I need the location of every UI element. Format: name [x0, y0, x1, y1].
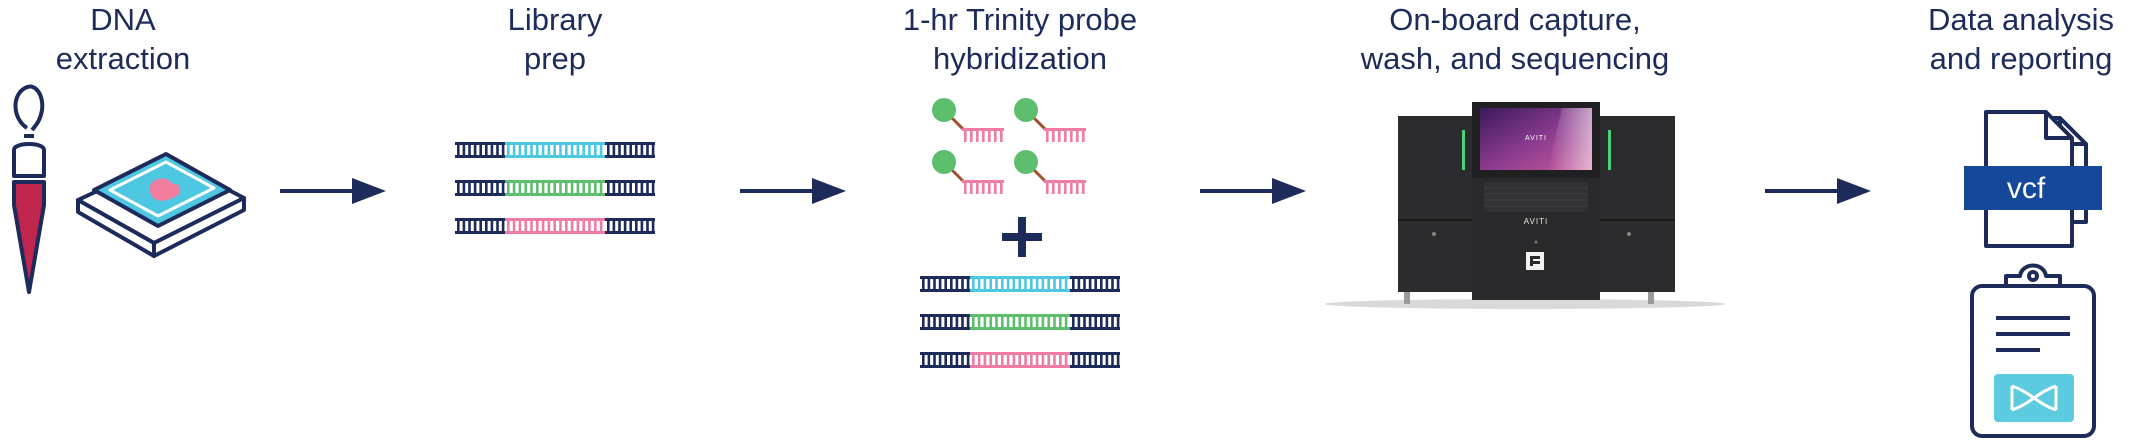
vcf-file-icon: vcf: [1964, 110, 2102, 248]
probe: [932, 98, 1004, 142]
sequencer-icon: AVITI AVITI: [1325, 102, 1725, 309]
step-title-line-1: Library: [507, 2, 603, 37]
arrow-1: [280, 178, 386, 204]
step-title-line-2: prep: [523, 41, 587, 76]
step-title-capture-sequencing: On-board capture, wash, and sequencing: [1345, 0, 1685, 78]
arrow-2: [740, 178, 846, 204]
step-title-line-1: Data analysis: [1927, 2, 2115, 37]
dna-fragment: [920, 276, 1120, 292]
clipboard-report-icon: [1970, 263, 2096, 438]
step-title-line-2: extraction: [55, 41, 191, 76]
tissue-chip-icon: [76, 152, 246, 258]
step-title-library-prep: Library prep: [455, 0, 655, 78]
probe: [1014, 98, 1086, 142]
step-title-data-analysis: Data analysis and reporting: [1910, 0, 2132, 78]
step-title-dna-extraction: DNA extraction: [18, 0, 228, 78]
dna-fragment: [455, 142, 655, 158]
dna-library-icon: [920, 276, 1120, 368]
step-title-probe-hybridization: 1-hr Trinity probe hybridization: [870, 0, 1170, 78]
dna-fragment: [920, 314, 1120, 330]
dna-library-icon: [455, 142, 655, 234]
plus-icon: [1002, 217, 1042, 257]
step-title-line-1: 1-hr Trinity probe: [902, 2, 1138, 37]
step-title-line-2: hybridization: [932, 41, 1108, 76]
arrow-4: [1765, 178, 1871, 204]
tube-icon: [12, 84, 46, 294]
dna-fragment: [455, 180, 655, 196]
step-title-line-2: and reporting: [1929, 41, 2113, 76]
front-label: AVITI: [1524, 217, 1548, 226]
arrow-3: [1200, 178, 1306, 204]
probe: [932, 150, 1004, 194]
file-label: vcf: [2007, 172, 2046, 205]
dna-fragment: [920, 352, 1120, 368]
probe: [1014, 150, 1086, 194]
step-title-line-1: DNA: [90, 2, 156, 37]
dna-fragment: [455, 218, 655, 234]
screen-logo: AVITI: [1525, 135, 1547, 142]
step-title-line-1: On-board capture,: [1389, 2, 1641, 37]
step-title-line-2: wash, and sequencing: [1360, 41, 1670, 76]
probe-icon: [932, 98, 1086, 194]
